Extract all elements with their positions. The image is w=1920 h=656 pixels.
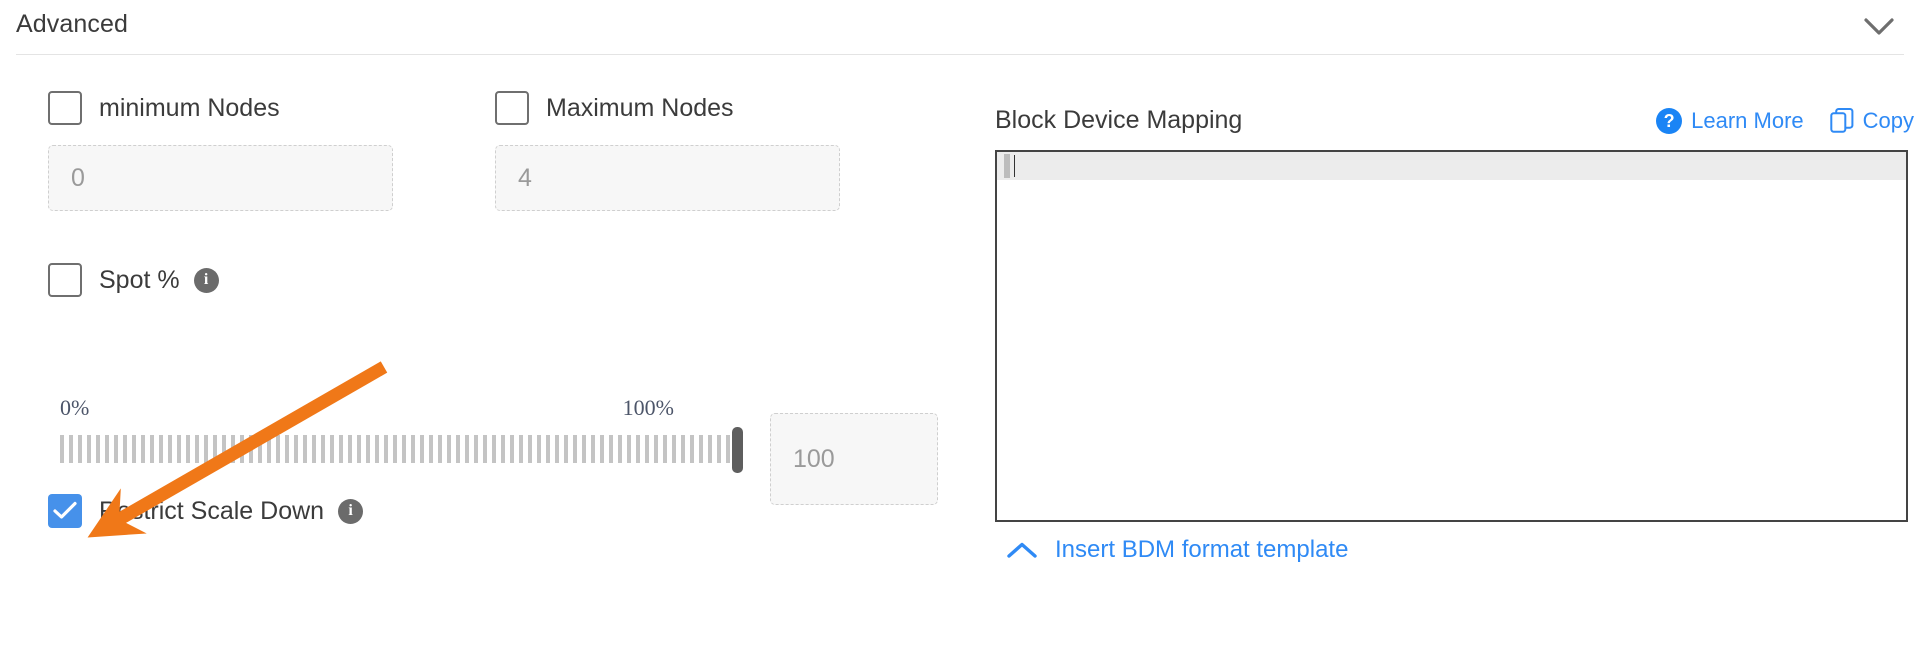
editor-active-line: [997, 152, 1906, 180]
bdm-code-editor[interactable]: [995, 150, 1908, 522]
insert-bdm-format-template-label: Insert BDM format template: [1055, 536, 1349, 563]
advanced-panel-header[interactable]: Advanced: [0, 0, 1920, 54]
minimum-nodes-checkbox[interactable]: [48, 91, 82, 125]
question-mark-icon: ?: [1656, 108, 1683, 134]
spot-percent-row: Spot % i: [48, 263, 219, 297]
bdm-actions: ? Learn More Copy: [1656, 108, 1914, 134]
copy-link[interactable]: Copy: [1829, 108, 1914, 134]
chevron-up-icon: [1007, 542, 1037, 559]
slider-min-label: 0%: [60, 395, 90, 420]
copy-label: Copy: [1862, 108, 1914, 133]
maximum-nodes-label: Maximum Nodes: [546, 93, 734, 122]
restrict-scale-down-info-icon[interactable]: i: [338, 498, 364, 524]
maximum-nodes-row: Maximum Nodes: [495, 91, 734, 125]
slider-thumb[interactable]: [732, 427, 743, 473]
spot-percent-slider[interactable]: 0% 100%: [60, 395, 750, 475]
block-device-mapping-title: Block Device Mapping: [995, 106, 1243, 134]
insert-bdm-format-template-link[interactable]: Insert BDM format template: [1007, 536, 1348, 564]
page-title: Advanced: [16, 10, 128, 38]
maximum-nodes-checkbox[interactable]: [495, 91, 529, 125]
learn-more-link[interactable]: ? Learn More: [1656, 108, 1804, 134]
maximum-nodes-input[interactable]: 4: [495, 145, 840, 211]
editor-gutter-marker: [1004, 154, 1010, 178]
learn-more-label: Learn More: [1691, 108, 1804, 133]
restrict-scale-down-label: Restrict Scale Down: [99, 496, 325, 525]
chevron-down-icon[interactable]: [1862, 10, 1896, 44]
minimum-nodes-label: minimum Nodes: [99, 93, 280, 122]
spot-percent-value-input[interactable]: 100: [770, 413, 938, 505]
slider-track[interactable]: [60, 435, 735, 463]
spot-percent-label: Spot %: [99, 265, 180, 294]
editor-caret: [1014, 155, 1015, 177]
spot-percent-checkbox[interactable]: [48, 263, 82, 297]
restrict-scale-down-row: Restrict Scale Down i: [48, 494, 364, 528]
copy-icon: [1829, 108, 1854, 134]
restrict-scale-down-checkbox[interactable]: [48, 494, 82, 528]
block-device-mapping-section: Block Device Mapping ? Learn More Copy: [995, 60, 1920, 656]
slider-max-label: 100%: [622, 395, 674, 420]
minimum-nodes-row: minimum Nodes: [48, 91, 280, 125]
advanced-settings-left-column: minimum Nodes 0 Maximum Nodes 4 Spot % i…: [0, 60, 980, 656]
header-divider: [16, 54, 1904, 55]
minimum-nodes-input[interactable]: 0: [48, 145, 393, 211]
spot-percent-info-icon[interactable]: i: [193, 267, 219, 293]
